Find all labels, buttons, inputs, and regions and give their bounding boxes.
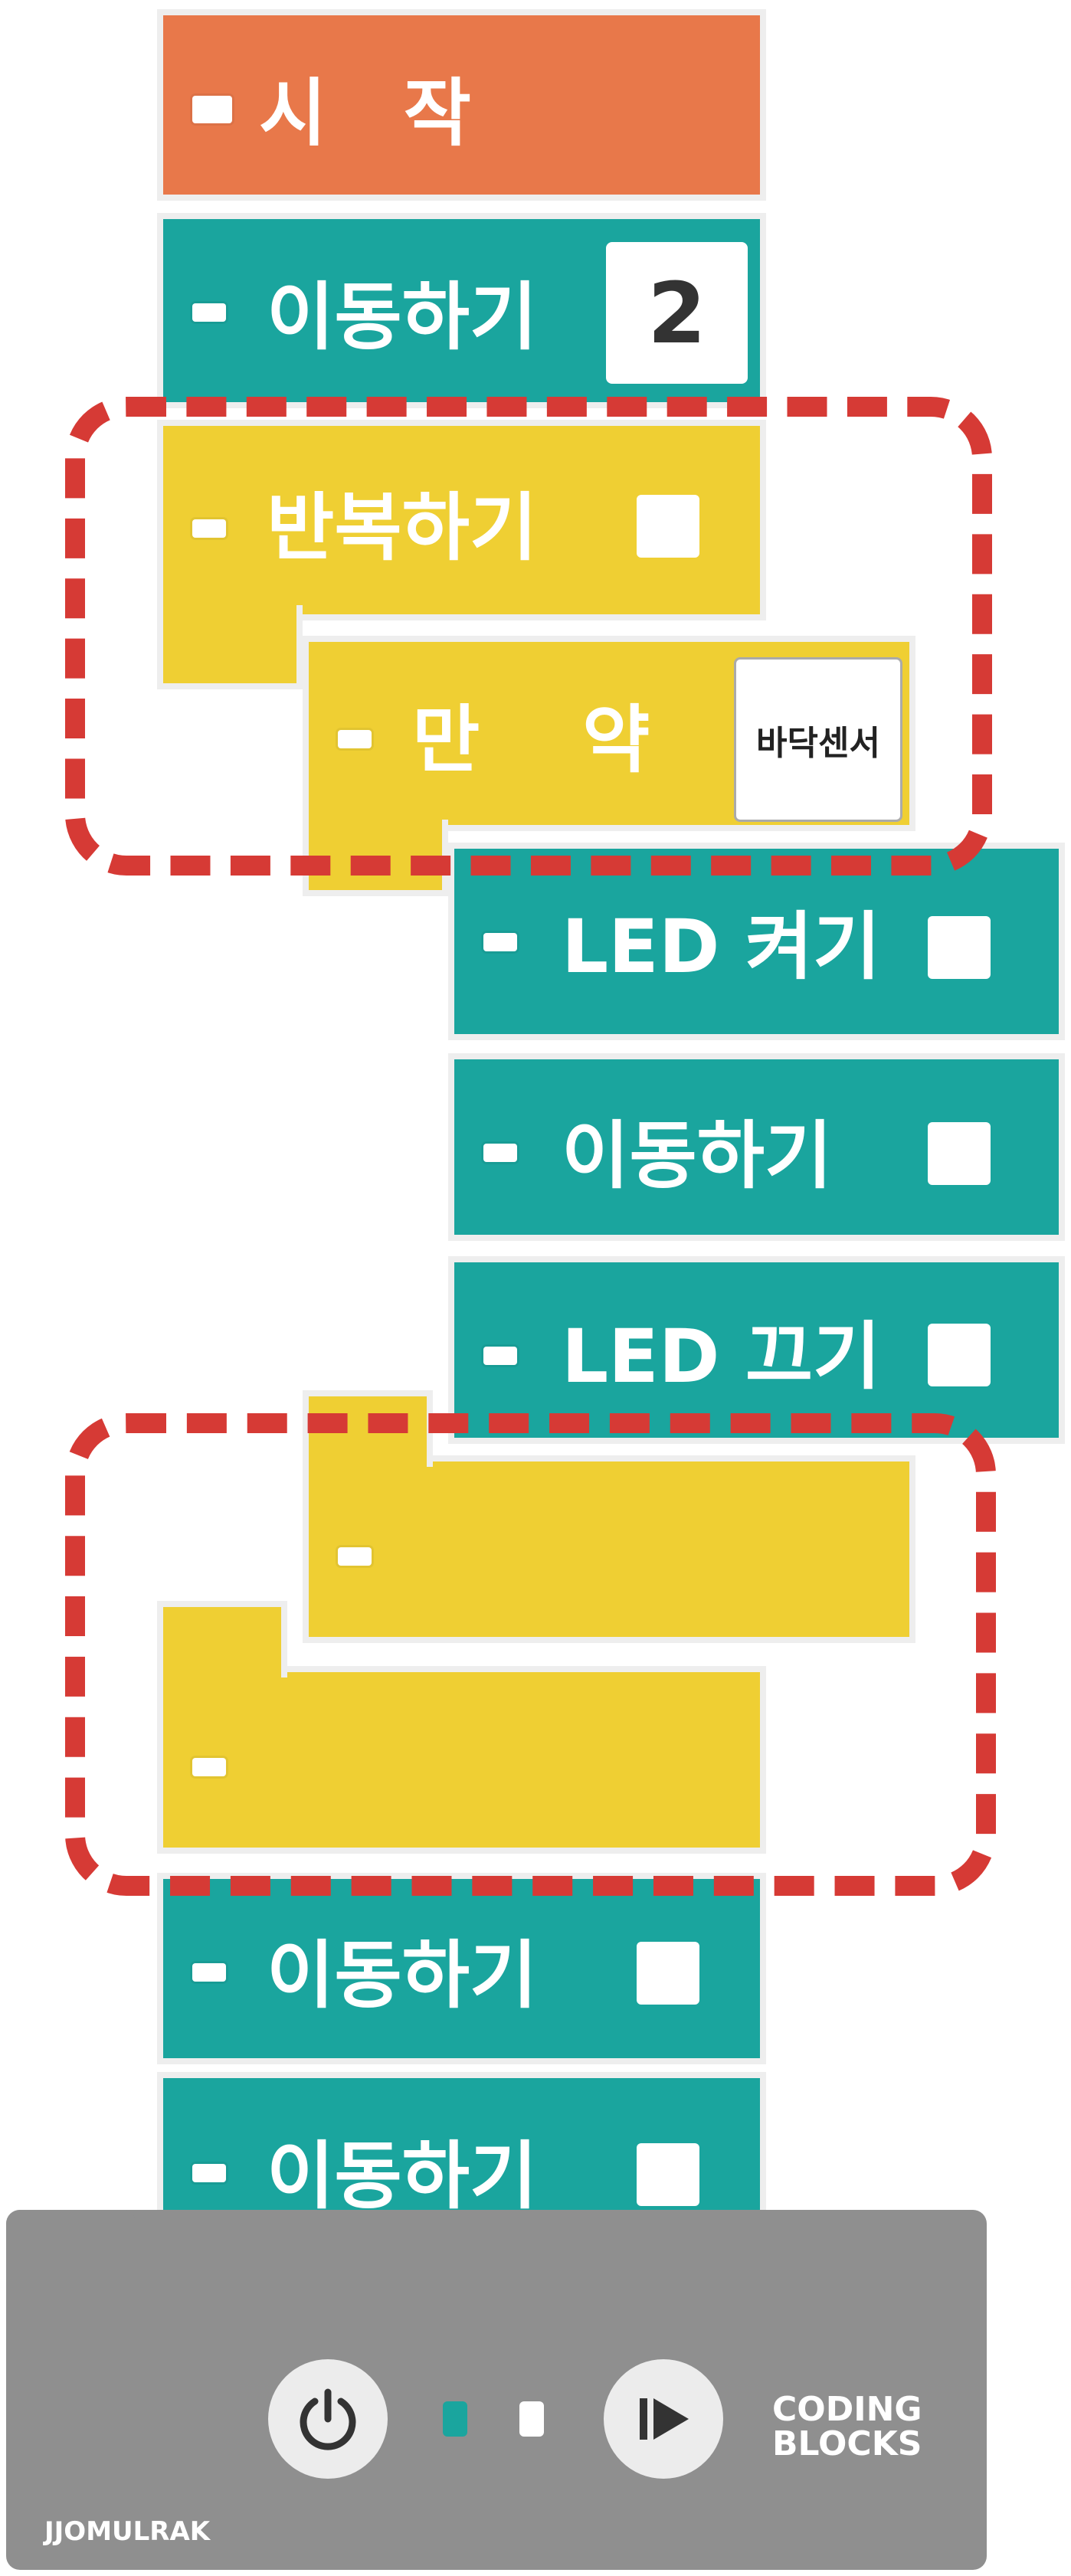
power-button[interactable] bbox=[268, 2359, 388, 2479]
if-block-label: 만 약 bbox=[412, 697, 650, 783]
connector-notch bbox=[192, 519, 226, 538]
connector-notch bbox=[192, 1963, 226, 1982]
power-icon bbox=[300, 2388, 356, 2450]
led-on-block-label: LED 켜기 bbox=[562, 904, 881, 990]
led-off-param-input[interactable] bbox=[928, 1324, 991, 1386]
panel-tab bbox=[6, 2210, 136, 2279]
if-block[interactable]: 만 약 바닥센서 bbox=[303, 636, 915, 831]
status-led-teal bbox=[443, 2401, 467, 2437]
connector-notch bbox=[192, 96, 232, 123]
floor-sensor-input[interactable]: 바닥센서 bbox=[734, 657, 902, 822]
led-off-block-label: LED 끄기 bbox=[562, 1314, 881, 1399]
repeat-block[interactable]: 반복하기 bbox=[157, 420, 766, 620]
if-end-block[interactable] bbox=[303, 1455, 915, 1643]
move-param-input[interactable] bbox=[928, 1122, 991, 1185]
repeat-block-label: 반복하기 bbox=[267, 485, 538, 571]
connector-notch bbox=[192, 303, 226, 322]
led-off-block[interactable]: LED 끄기 bbox=[448, 1256, 1065, 1444]
move-block-label: 이동하기 bbox=[267, 274, 538, 360]
brand-logo-line1: CODING bbox=[772, 2390, 922, 2429]
repeat-if-highlight-outline bbox=[65, 397, 992, 876]
led-on-block[interactable]: LED 켜기 bbox=[448, 843, 1065, 1040]
brand-logo-line2: BLOCKS bbox=[772, 2424, 922, 2463]
start-block-label: 시 작 bbox=[259, 70, 471, 156]
move-block[interactable]: 이동하기 2 bbox=[157, 213, 766, 408]
move-block-label: 이동하기 bbox=[267, 1933, 538, 2018]
connector-notch bbox=[192, 2164, 226, 2182]
play-button[interactable] bbox=[604, 2359, 723, 2479]
end-blocks-highlight-outline bbox=[65, 1413, 996, 1896]
status-led-white bbox=[519, 2401, 544, 2437]
connector-notch bbox=[483, 1347, 517, 1365]
repeat-block-arm bbox=[157, 605, 303, 689]
repeat-end-cap bbox=[157, 1601, 287, 1678]
connector-notch bbox=[192, 1758, 226, 1776]
start-block[interactable]: 시 작 bbox=[157, 9, 766, 201]
repeat-count-input[interactable] bbox=[637, 495, 699, 558]
move-block[interactable]: 이동하기 bbox=[448, 1053, 1065, 1241]
connector-notch bbox=[338, 730, 372, 748]
move-count-input[interactable]: 2 bbox=[606, 242, 748, 384]
play-icon bbox=[640, 2398, 689, 2440]
move-param-input[interactable] bbox=[637, 2143, 699, 2206]
connector-notch bbox=[338, 1547, 372, 1566]
control-panel: CODING BLOCKS JJOMULRAK bbox=[6, 2210, 987, 2570]
move-block-label: 이동하기 bbox=[267, 2133, 538, 2219]
move-block[interactable]: 이동하기 bbox=[157, 1873, 766, 2064]
connector-notch bbox=[483, 933, 517, 951]
move-block-label: 이동하기 bbox=[562, 1113, 833, 1199]
move-param-input[interactable] bbox=[637, 1942, 699, 2005]
maker-label: JJOMULRAK bbox=[44, 2516, 211, 2547]
led-on-param-input[interactable] bbox=[928, 916, 991, 979]
connector-notch bbox=[483, 1144, 517, 1162]
repeat-end-block[interactable] bbox=[157, 1666, 766, 1854]
